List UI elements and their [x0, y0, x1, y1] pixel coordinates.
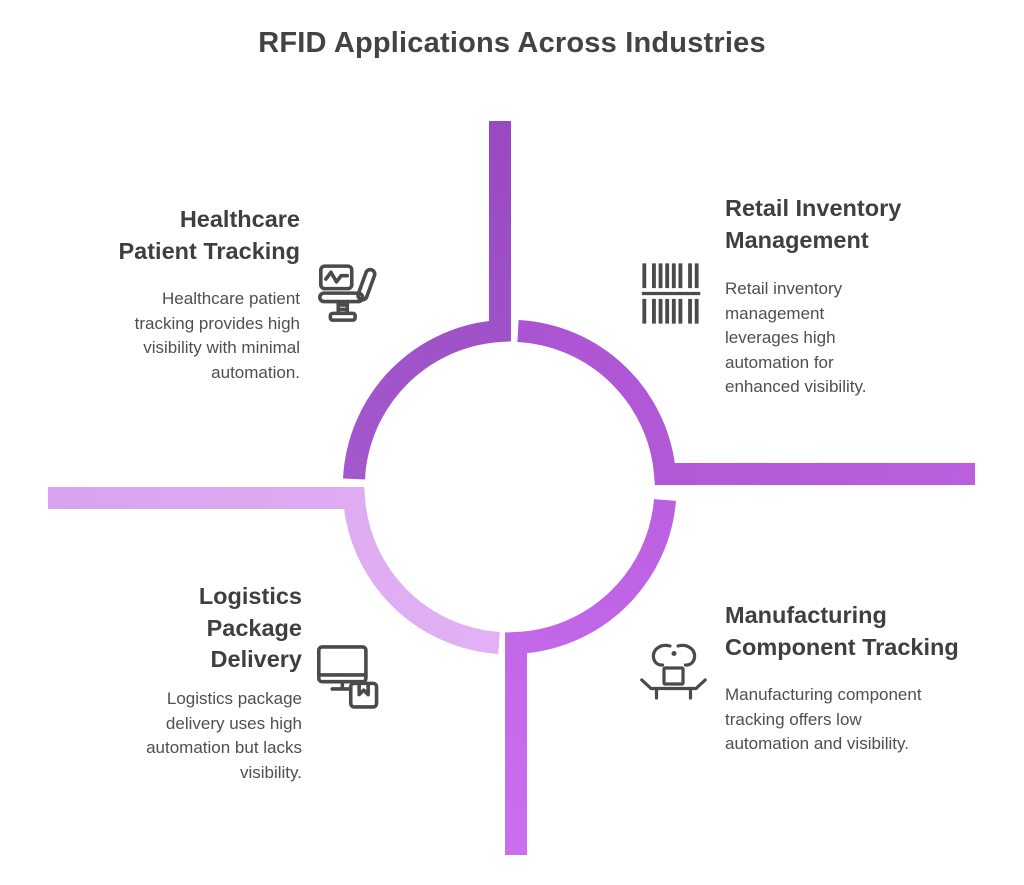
- page-title: RFID Applications Across Industries: [258, 27, 766, 59]
- arc-arm-bottom-right: [505, 498, 676, 855]
- logistics-description: Logistics package delivery uses high aut…: [146, 689, 302, 782]
- arc-arm-bottom-left: [48, 487, 500, 654]
- manufacturing-heading: Manufacturing Component Tracking: [725, 602, 959, 660]
- barcode-icon: [641, 261, 709, 326]
- monitor-package-icon: [316, 643, 390, 717]
- arc-arm-top-right: [517, 320, 975, 485]
- logistics-heading: Logistics Package Delivery: [198, 583, 302, 672]
- retail-heading: Retail Inventory Management: [725, 195, 902, 253]
- manufacturing-description: Manufacturing component tracking offers …: [725, 685, 922, 753]
- robot-gripper-icon: [640, 642, 708, 708]
- retail-description: Retail inventory management leverages hi…: [725, 279, 867, 396]
- healthcare-heading: Healthcare Patient Tracking: [118, 206, 300, 264]
- healthcare-description: Healthcare patient tracking provides hig…: [134, 289, 300, 382]
- patient-chair-monitor-icon: [318, 258, 390, 326]
- arc-arm-top-left: [343, 121, 511, 480]
